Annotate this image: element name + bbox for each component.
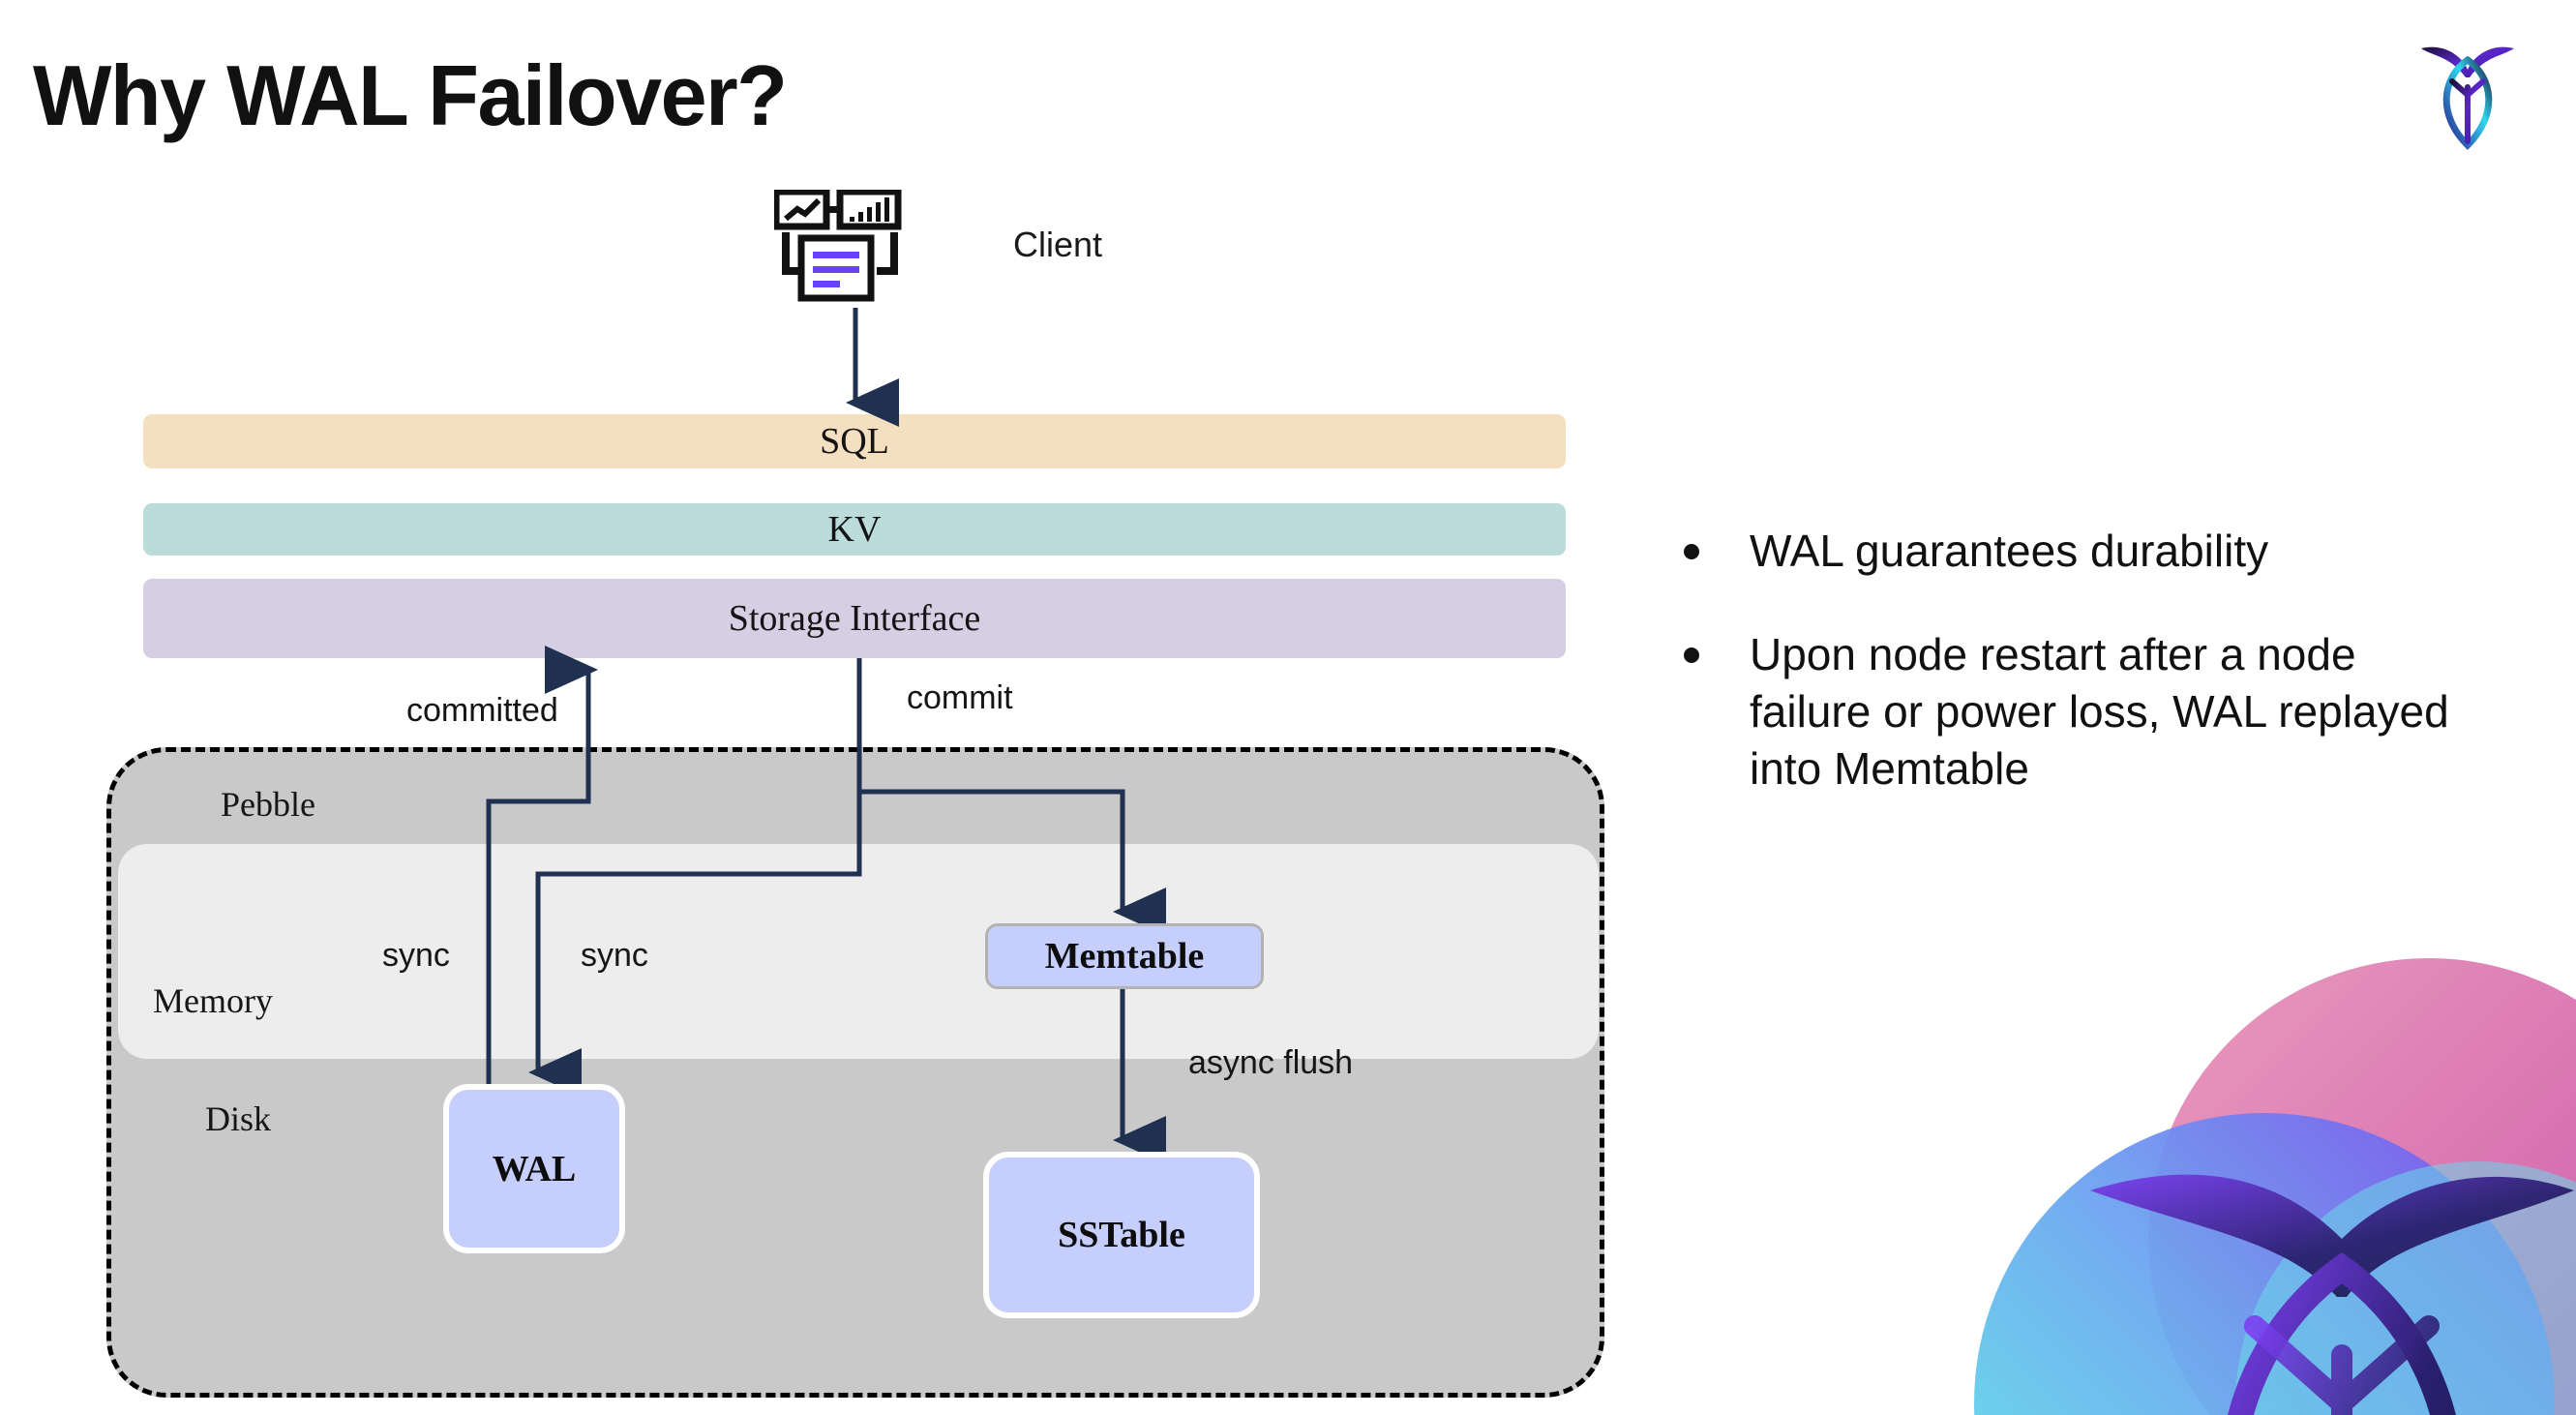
- client-monitor-icon: [774, 190, 902, 302]
- layer-sql: SQL: [143, 414, 1566, 468]
- bullet-list: WAL guarantees durability Upon node rest…: [1684, 523, 2487, 844]
- cockroachdb-logo-icon: [2421, 46, 2514, 150]
- page-title: Why WAL Failover?: [33, 47, 788, 143]
- pebble-label: Pebble: [221, 785, 315, 824]
- bullet-text: WAL guarantees durability: [1750, 526, 2269, 576]
- list-item: WAL guarantees durability: [1684, 523, 2487, 580]
- edge-label-committed: committed: [406, 692, 558, 729]
- memory-label: Memory: [153, 981, 273, 1020]
- node-sstable: SSTable: [983, 1152, 1260, 1318]
- edge-label-sync-left: sync: [382, 937, 450, 974]
- edge-label-sync-right: sync: [581, 937, 648, 974]
- client-label: Client: [1013, 225, 1103, 264]
- node-wal: WAL: [443, 1084, 625, 1253]
- edge-label-commit: commit: [907, 679, 1013, 716]
- list-item: Upon node restart after a node failure o…: [1684, 626, 2487, 798]
- node-memtable: Memtable: [985, 923, 1264, 989]
- edge-label-async-flush: async flush: [1188, 1044, 1354, 1081]
- bullet-dot-icon: [1684, 647, 1699, 663]
- bullet-dot-icon: [1684, 544, 1699, 559]
- layer-kv: KV: [143, 503, 1566, 556]
- decorative-logo-art: [1974, 958, 2576, 1415]
- layer-storage-interface: Storage Interface: [143, 579, 1566, 658]
- disk-label: Disk: [205, 1099, 272, 1138]
- memory-panel: [118, 844, 1599, 1059]
- bullet-text: Upon node restart after a node failure o…: [1750, 628, 2449, 794]
